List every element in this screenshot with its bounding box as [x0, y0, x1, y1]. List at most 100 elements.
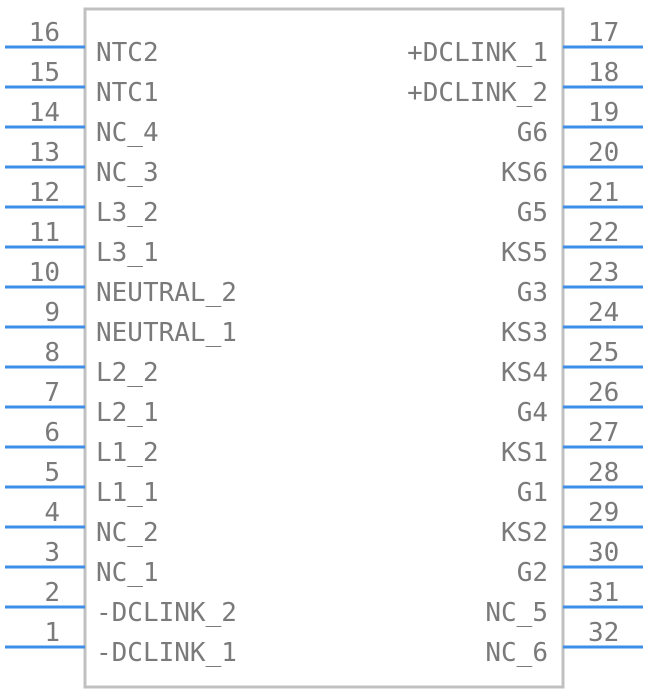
pin-name: KS1 [501, 438, 548, 468]
pin-name: NC_4 [96, 118, 159, 148]
pin-name: L1_2 [96, 438, 159, 468]
pin-name: G1 [517, 478, 548, 508]
pin-number: 1 [44, 618, 60, 648]
pin-number: 8 [44, 338, 60, 368]
pin-name: NC_3 [96, 158, 159, 188]
pin-3: 3NC_1 [5, 538, 159, 588]
pin-number: 30 [588, 538, 619, 568]
pin-5: 5L1_1 [5, 458, 159, 508]
pin-number: 6 [44, 418, 60, 448]
pin-name: G5 [517, 198, 548, 228]
pin-name: KS2 [501, 518, 548, 548]
pin-1: 1 -DCLINK_1 [5, 618, 237, 668]
pin-number: 31 [588, 578, 619, 608]
pin-number: 26 [588, 378, 619, 408]
pin-name: +DCLINK_1 [407, 38, 548, 68]
pin-name: +DCLINK_2 [407, 78, 548, 108]
pin-7: 7L2_1 [5, 378, 159, 428]
pin-number: 11 [29, 218, 60, 248]
pin-number: 32 [588, 618, 619, 648]
pin-name: NC_5 [485, 598, 548, 628]
pin-18: 18 +DCLINK_2 [407, 58, 643, 108]
pin-number: 14 [29, 98, 60, 128]
pin-name: NTC1 [96, 78, 159, 108]
pin-name: G4 [517, 398, 548, 428]
pin-name: KS5 [501, 238, 548, 268]
pin-number: 28 [588, 458, 619, 488]
pin-name: L1_1 [96, 478, 159, 508]
pin-number: 13 [29, 138, 60, 168]
pin-name: G6 [517, 118, 548, 148]
pin-number: 10 [29, 258, 60, 288]
pin-number: 15 [29, 58, 60, 88]
pin-name: KS3 [501, 318, 548, 348]
pin-number: 18 [588, 58, 619, 88]
pin-name: -DCLINK_2 [96, 598, 237, 628]
pin-number: 5 [44, 458, 60, 488]
pin-name: NEUTRAL_1 [96, 318, 237, 348]
pin-name: L3_1 [96, 238, 159, 268]
pin-number: 7 [44, 378, 60, 408]
pin-2: 2 -DCLINK_2 [5, 578, 237, 628]
pin-number: 3 [44, 538, 60, 568]
pin-name: L2_1 [96, 398, 159, 428]
pin-number: 16 [29, 18, 60, 48]
pin-number: 12 [29, 178, 60, 208]
pin-number: 20 [588, 138, 619, 168]
pin-name: L2_2 [96, 358, 159, 388]
pin-number: 9 [44, 298, 60, 328]
pin-name: NC_6 [485, 638, 548, 668]
pin-8: 8L2_2 [5, 338, 159, 388]
pin-name: L3_2 [96, 198, 159, 228]
pin-name: -DCLINK_1 [96, 638, 237, 668]
right-pin-group: 17+DCLINK_118+DCLINK_219G620KS621G522KS5… [407, 18, 643, 668]
pin-name: NEUTRAL_2 [96, 278, 237, 308]
pin-number: 4 [44, 498, 60, 528]
pin-name: KS6 [501, 158, 548, 188]
pin-name: KS4 [501, 358, 548, 388]
pin-name: NC_1 [96, 558, 159, 588]
pin-number: 23 [588, 258, 619, 288]
pin-name: G2 [517, 558, 548, 588]
pin-number: 29 [588, 498, 619, 528]
pin-4: 4NC_2 [5, 498, 159, 548]
pin-number: 2 [44, 578, 60, 608]
pin-17: 17 +DCLINK_1 [407, 18, 643, 68]
pin-number: 22 [588, 218, 619, 248]
pin-6: 6L1_2 [5, 418, 159, 468]
pin-number: 27 [588, 418, 619, 448]
pin-name: NC_2 [96, 518, 159, 548]
pin-number: 25 [588, 338, 619, 368]
pin-name: G3 [517, 278, 548, 308]
pin-number: 21 [588, 178, 619, 208]
left-pin-group: 16NTC215NTC114NC_413NC_312L3_211L3_110NE… [5, 18, 237, 668]
pin-number: 24 [588, 298, 619, 328]
pin-number: 17 [588, 18, 619, 48]
pin-number: 19 [588, 98, 619, 128]
component-body [83, 7, 565, 689]
pin-name: NTC2 [96, 38, 159, 68]
